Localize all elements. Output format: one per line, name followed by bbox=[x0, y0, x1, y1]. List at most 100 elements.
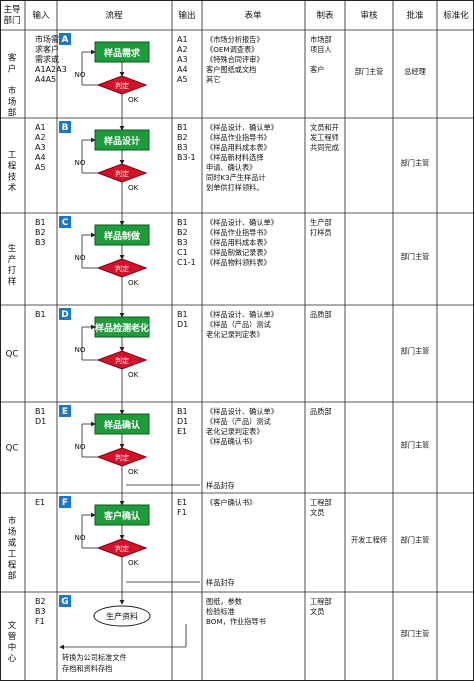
header-approve: 批准 bbox=[406, 10, 424, 21]
row-form-item: 《样品（产品）测试 bbox=[206, 320, 271, 329]
row-output-item: B1 bbox=[177, 218, 188, 227]
row-make-item: 客户 bbox=[310, 65, 324, 74]
row-make-item: 打样员 bbox=[310, 228, 332, 237]
row-input-item: B1 bbox=[35, 218, 46, 227]
header-standard: 标准化 bbox=[443, 10, 469, 21]
row-output-item: A4 bbox=[177, 65, 188, 74]
row-input-item: E1 bbox=[35, 498, 45, 507]
row-make-item: 品质部 bbox=[310, 310, 332, 319]
row-dept-char: 部 bbox=[8, 108, 17, 119]
row-dept-char: 生 bbox=[8, 243, 17, 254]
step-letter: B bbox=[62, 123, 69, 133]
row-dept-char: 程 bbox=[8, 561, 17, 571]
row-output-item: A3 bbox=[177, 55, 188, 64]
process-label: 样品设计 bbox=[104, 135, 140, 147]
archive-note: 存档和资料存档 bbox=[62, 664, 112, 673]
header-review: 审核 bbox=[360, 10, 378, 21]
decision-label: 判定 bbox=[115, 169, 129, 178]
row-dept-char: 产 bbox=[8, 254, 17, 265]
step-letter: A bbox=[62, 35, 69, 45]
row-dept-char: 部 bbox=[8, 571, 17, 582]
no-label: NO bbox=[74, 253, 85, 262]
header-output: 输出 bbox=[178, 10, 195, 21]
header-forms: 表单 bbox=[244, 10, 262, 21]
row-form-item: 《样品设计、确认单》 bbox=[206, 310, 278, 319]
row-input-item: B3 bbox=[35, 238, 46, 247]
process-label: 样品确认 bbox=[104, 419, 141, 431]
row-form-item: 《样品设计、确认单》 bbox=[206, 218, 278, 227]
step-letter: G bbox=[61, 597, 68, 607]
row-review: 部门主管 bbox=[355, 67, 384, 76]
row-form-item: 检验标准 bbox=[206, 607, 235, 616]
ok-label: OK bbox=[128, 370, 139, 379]
row-dept-label: QC bbox=[6, 350, 19, 360]
row-make-item: 生产部 bbox=[310, 218, 332, 227]
row-make-item: 文员 bbox=[310, 508, 324, 517]
process-label: 样品制做 bbox=[104, 230, 141, 242]
row-input-item: A1A2A3 bbox=[35, 65, 67, 74]
row-dept-char: 场 bbox=[8, 98, 17, 108]
row-dept-char: 样 bbox=[8, 276, 17, 287]
row-input-item: A3 bbox=[35, 143, 46, 152]
row-form-item: 《客户确认书》 bbox=[206, 498, 256, 507]
row-form-item: BOM，作业指导书 bbox=[206, 617, 266, 626]
step-letter-badge bbox=[59, 33, 71, 45]
row-output-item: B2 bbox=[177, 133, 188, 142]
row-dept-label: QC bbox=[6, 444, 19, 454]
row-output-item: E1 bbox=[177, 498, 187, 507]
header-input: 输入 bbox=[32, 10, 50, 21]
row-output-item: B3 bbox=[177, 238, 188, 247]
row-output-item: B1 bbox=[177, 310, 188, 319]
row-form-item: 老化记录判定表》 bbox=[206, 427, 264, 436]
row-output-item: A2 bbox=[177, 45, 188, 54]
header-make: 制表 bbox=[316, 10, 334, 21]
ok-label: OK bbox=[128, 278, 139, 287]
row-input-item: A4 bbox=[35, 153, 46, 162]
row-make-item: 共同完成 bbox=[310, 143, 339, 152]
row-input-item: A4A5 bbox=[35, 75, 56, 84]
row-form-item: 《特殊合同评审》 bbox=[206, 55, 264, 64]
row-approve: 部门主管 bbox=[401, 536, 430, 545]
decision-label: 判定 bbox=[115, 544, 129, 553]
row-dept-char: 管 bbox=[8, 631, 17, 642]
row-form-item: 《OEM调查表》 bbox=[206, 45, 258, 54]
process-label: 生产资料 bbox=[106, 611, 138, 621]
no-label: NO bbox=[74, 158, 85, 167]
no-label: NO bbox=[74, 345, 85, 354]
row-dept-char: 工 bbox=[8, 550, 17, 560]
row-output-item: C1-1 bbox=[177, 258, 196, 267]
row-output-item: B3 bbox=[177, 143, 188, 152]
row-input-item: B1 bbox=[35, 310, 46, 319]
row-dept-char: 术 bbox=[8, 183, 17, 194]
row-approve: 总经理 bbox=[404, 67, 426, 76]
row-output-item: D1 bbox=[177, 417, 188, 426]
row-form-item: 《样品制做记录表》 bbox=[206, 248, 271, 257]
row-dept-char: 客 bbox=[8, 53, 17, 64]
step-letter: D bbox=[61, 310, 68, 320]
row-input-item: B1 bbox=[35, 407, 46, 416]
no-label: NO bbox=[74, 70, 85, 79]
row-input-item: B3 bbox=[35, 607, 46, 616]
step-letter-badge bbox=[59, 595, 71, 607]
side-note-label: 样品封存 bbox=[206, 578, 235, 587]
row-make-item: 品质部 bbox=[310, 407, 332, 416]
step-letter-badge bbox=[59, 496, 71, 508]
row-review: 开发工程师 bbox=[351, 536, 387, 545]
row-approve: 部门主管 bbox=[401, 629, 430, 638]
row-input-item: A1 bbox=[35, 123, 46, 132]
row-input-item: 需求或 bbox=[35, 54, 59, 64]
row-dept-char: 或 bbox=[8, 538, 17, 549]
step-letter-badge bbox=[59, 308, 71, 320]
row-form-item: 其它 bbox=[206, 75, 220, 84]
row-make-item: 文员和开 bbox=[310, 123, 339, 132]
row-dept-char: 市 bbox=[8, 516, 17, 527]
row-input-item: 求客户 bbox=[35, 44, 59, 54]
side-note-label: 样品封存 bbox=[206, 481, 235, 490]
row-input-item: B2 bbox=[35, 597, 46, 606]
row-make-item: 工程部 bbox=[310, 597, 332, 606]
row-make-item: 工程部 bbox=[310, 498, 332, 507]
step-letter: C bbox=[62, 218, 69, 228]
row-output-item: C1 bbox=[177, 248, 188, 257]
